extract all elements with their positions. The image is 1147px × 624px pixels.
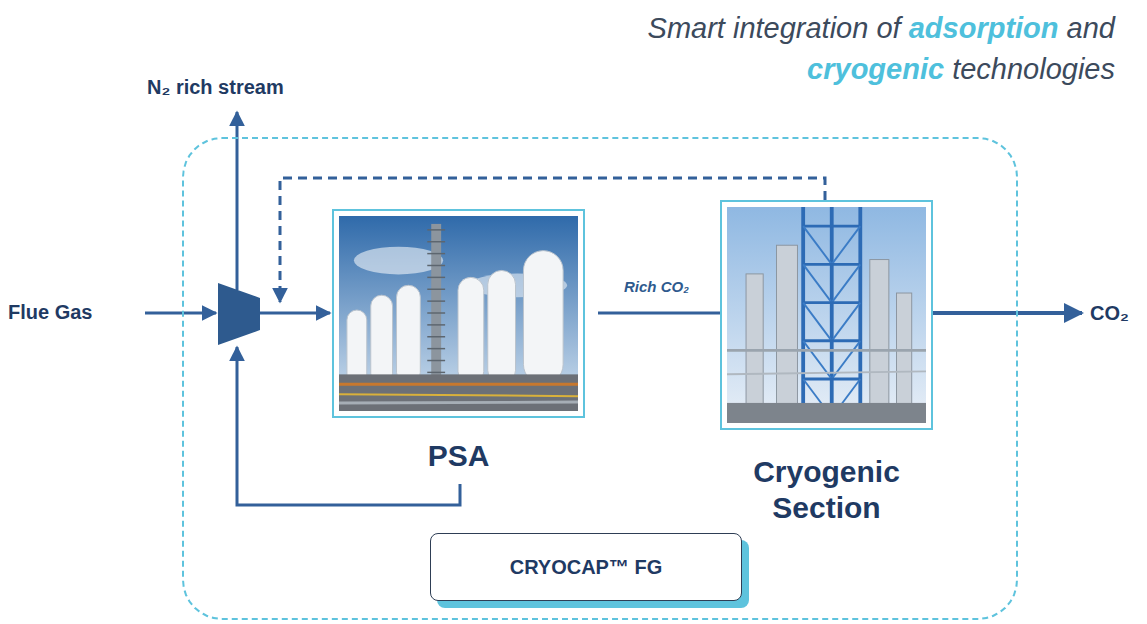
compressor-symbol	[218, 283, 260, 345]
steel-beam	[803, 263, 860, 266]
psa-unit-box: PSA	[332, 209, 585, 418]
storage-tank	[488, 270, 516, 384]
steel-beam	[803, 225, 860, 228]
cryogenic-illustration	[727, 207, 926, 423]
stream-label: N₂ rich stream	[147, 74, 407, 100]
compressor-outlet	[260, 312, 330, 315]
process-column	[746, 274, 763, 423]
storage-tank	[458, 277, 484, 384]
tower-rung	[427, 348, 445, 349]
pipe	[339, 394, 578, 396]
pipe	[339, 401, 578, 405]
tower-rung	[427, 360, 445, 361]
title-word: technologies	[952, 53, 1115, 85]
pipe	[339, 383, 578, 386]
pipe	[727, 371, 926, 374]
sky	[339, 216, 578, 411]
system-boundary: CRYOCAP™ FG PSA Cryogenic Section	[182, 137, 1018, 620]
title-word: integration	[733, 12, 868, 44]
tower-rung	[427, 265, 445, 266]
stream-label: CO₂	[1090, 300, 1144, 326]
tower-rung	[427, 372, 445, 373]
tower-rung	[427, 336, 445, 337]
title-accent: adsorption	[909, 12, 1059, 44]
tower-rung	[427, 300, 445, 301]
sky	[727, 207, 926, 423]
ground	[727, 403, 926, 423]
storage-tank	[347, 310, 367, 384]
steel-beam	[803, 378, 860, 381]
steel-brace	[803, 303, 832, 341]
steel-frame	[830, 207, 834, 423]
feed-line	[145, 312, 216, 315]
tower-rung	[427, 229, 445, 230]
tower-rung	[427, 277, 445, 278]
steel-brace	[832, 303, 861, 341]
storage-tank	[523, 251, 563, 385]
cryogenic-unit-box: Cryogenic Section	[720, 200, 933, 430]
steel-beam	[803, 339, 860, 342]
system-name-tag: CRYOCAP™ FG	[430, 533, 742, 601]
title-word: Smart	[648, 12, 725, 44]
psa-illustration	[339, 216, 578, 411]
tower-rung	[427, 324, 445, 325]
steel-brace	[832, 226, 861, 264]
steel-beam	[803, 301, 860, 304]
tower-rung	[427, 241, 445, 242]
title-accent: cryogenic	[807, 53, 944, 85]
steel-brace	[803, 264, 832, 302]
stream-label: Flue Gas	[8, 299, 138, 325]
process-column	[870, 260, 889, 423]
co2-product-line	[933, 311, 1082, 315]
stream-label: Rich CO₂	[622, 277, 691, 297]
storage-tank	[397, 285, 421, 384]
flow-connector	[598, 312, 734, 315]
process-column	[777, 245, 798, 423]
ground-plant	[339, 374, 578, 411]
cloud	[354, 247, 443, 275]
title-word: and	[1067, 12, 1115, 44]
steel-frame	[801, 207, 805, 423]
steel-brace	[832, 264, 861, 302]
title-word: of	[876, 12, 900, 44]
unit-label: Cryogenic Section	[712, 454, 941, 526]
steel-brace	[803, 226, 832, 264]
pipe	[727, 349, 926, 352]
tower-rung	[427, 289, 445, 290]
tower-rung	[427, 312, 445, 313]
title-text: Smart integration of adsorption and cryo…	[530, 8, 1115, 90]
storage-tank	[371, 295, 393, 384]
tower-rung	[427, 253, 445, 254]
steel-frame	[858, 207, 862, 423]
unit-label: PSA	[324, 438, 593, 474]
